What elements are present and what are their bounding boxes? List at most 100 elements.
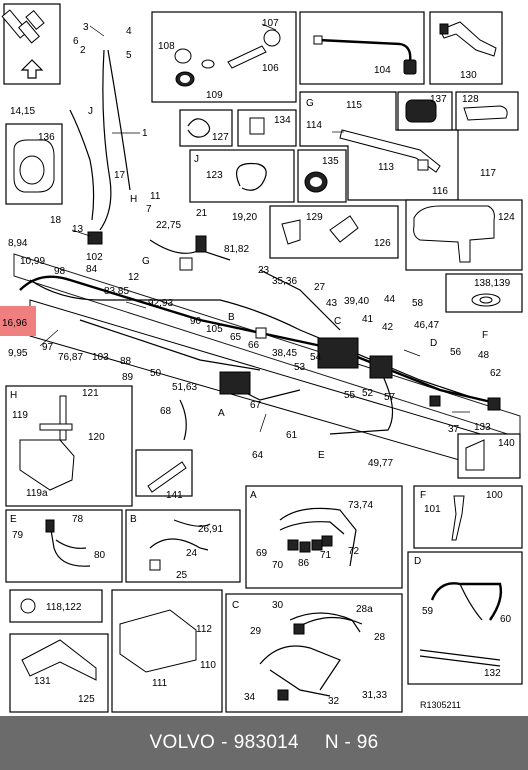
callout-13: 13 [72, 224, 84, 235]
callout-60: 60 [500, 614, 512, 625]
callout-37: 37 [448, 424, 460, 435]
callout-27: 27 [314, 282, 326, 293]
callout-7: 7 [146, 204, 152, 215]
detail-box-c [225, 593, 403, 713]
footer-brand: VOLVO [149, 732, 216, 753]
detail-box-clip-136 [5, 123, 63, 205]
callout-141: 141 [166, 490, 183, 501]
callout-39-40: 39,40 [344, 296, 369, 307]
callout-92-93: 92,93 [148, 298, 173, 309]
detail-box-d [407, 551, 523, 685]
callout-69: 69 [256, 548, 268, 559]
callout-34: 34 [244, 692, 256, 703]
callout-d-detail: D [414, 556, 421, 567]
callout-66: 66 [248, 340, 260, 351]
callout-97: 97 [42, 342, 54, 353]
callout-116: 116 [432, 186, 448, 197]
callout-100: 100 [486, 490, 503, 501]
callout-78: 78 [72, 514, 84, 525]
callout-106: 106 [262, 63, 279, 74]
callout-b: B [228, 312, 235, 323]
callout-51-63: 51,63 [172, 382, 197, 393]
detail-box-131-125 [9, 633, 109, 713]
callout-12: 12 [128, 272, 140, 283]
callout-120: 120 [88, 432, 105, 443]
callout-g-detail: G [306, 98, 314, 109]
callout-115: 115 [346, 100, 362, 111]
callout-16-96: 16,96 [2, 318, 27, 329]
detail-box-b [125, 509, 241, 583]
callout-86: 86 [298, 558, 310, 569]
callout-11: 11 [150, 191, 161, 202]
callout-43: 43 [326, 298, 338, 309]
callout-133: 133 [474, 422, 491, 433]
callout-9-95: 9,95 [8, 348, 28, 359]
callout-28: 28 [374, 632, 386, 643]
detail-box-block-134 [237, 109, 297, 147]
callout-65: 65 [230, 332, 242, 343]
callout-67: 67 [250, 400, 262, 411]
callout-72: 72 [348, 546, 360, 557]
callout-19-20: 19,20 [232, 212, 257, 223]
callout-124: 124 [498, 212, 515, 223]
callout-21: 21 [196, 208, 208, 219]
detail-box-f [413, 485, 523, 549]
callout-117: 117 [480, 168, 496, 179]
callout-135: 135 [322, 156, 339, 167]
detail-box-h [5, 385, 133, 507]
callout-137: 137 [430, 94, 447, 105]
callout-101: 101 [424, 504, 441, 515]
callout-102: 102 [86, 252, 103, 263]
callout-108: 108 [158, 41, 175, 52]
callout-105: 105 [206, 324, 223, 335]
footer-separator: - [221, 732, 228, 753]
callout-a: A [218, 408, 225, 419]
callout-127: 127 [212, 132, 229, 143]
callout-62: 62 [490, 368, 502, 379]
callout-c-detail: C [232, 600, 239, 611]
footer-bar: VOLVO - 983014 N - 96 [0, 716, 528, 770]
callout-113: 113 [378, 162, 394, 173]
callout-8-94: 8,94 [8, 238, 28, 249]
figure-reference: R1305211 [420, 700, 461, 710]
detail-box-cover-124 [405, 199, 523, 271]
callout-41: 41 [362, 314, 374, 325]
callout-107: 107 [262, 18, 279, 29]
callout-132: 132 [484, 668, 501, 679]
callout-32: 32 [328, 696, 340, 707]
detail-box-cable-104 [299, 11, 425, 85]
callout-112: 112 [196, 624, 212, 635]
callout-35-36: 35,36 [272, 276, 297, 287]
callout-136: 136 [38, 132, 55, 143]
callout-83-85: 83,85 [104, 286, 129, 297]
callout-80: 80 [94, 550, 106, 561]
callout-128: 128 [462, 94, 479, 105]
callout-55: 55 [344, 390, 356, 401]
callout-a-detail: A [250, 490, 257, 501]
callout-6: 6 [73, 36, 79, 47]
callout-3: 3 [83, 22, 89, 33]
callout-90: 90 [190, 316, 202, 327]
callout-138-139: 138,139 [474, 278, 511, 289]
up-arrow-icon [20, 59, 44, 79]
callout-e: E [318, 450, 325, 461]
callout-52: 52 [362, 388, 374, 399]
callout-b-detail: B [130, 514, 137, 525]
callout-79: 79 [12, 530, 24, 541]
callout-23: 23 [258, 265, 270, 276]
bracket-128 [463, 105, 508, 121]
callout-f: F [482, 330, 488, 341]
callout-64: 64 [252, 450, 264, 461]
detail-box-129-126 [269, 205, 399, 259]
callout-71: 71 [320, 550, 332, 561]
callout-53: 53 [294, 362, 306, 373]
callout-17: 17 [114, 170, 126, 181]
callout-121: 121 [82, 388, 99, 399]
callout-31-33: 31,33 [362, 690, 387, 701]
callout-48: 48 [478, 350, 490, 361]
callout-68: 68 [160, 406, 172, 417]
callout-4: 4 [126, 26, 132, 37]
callout-28a: 28a [356, 604, 373, 615]
detail-box-clamp-127 [179, 109, 233, 147]
callout-119a: 119a [26, 488, 48, 499]
